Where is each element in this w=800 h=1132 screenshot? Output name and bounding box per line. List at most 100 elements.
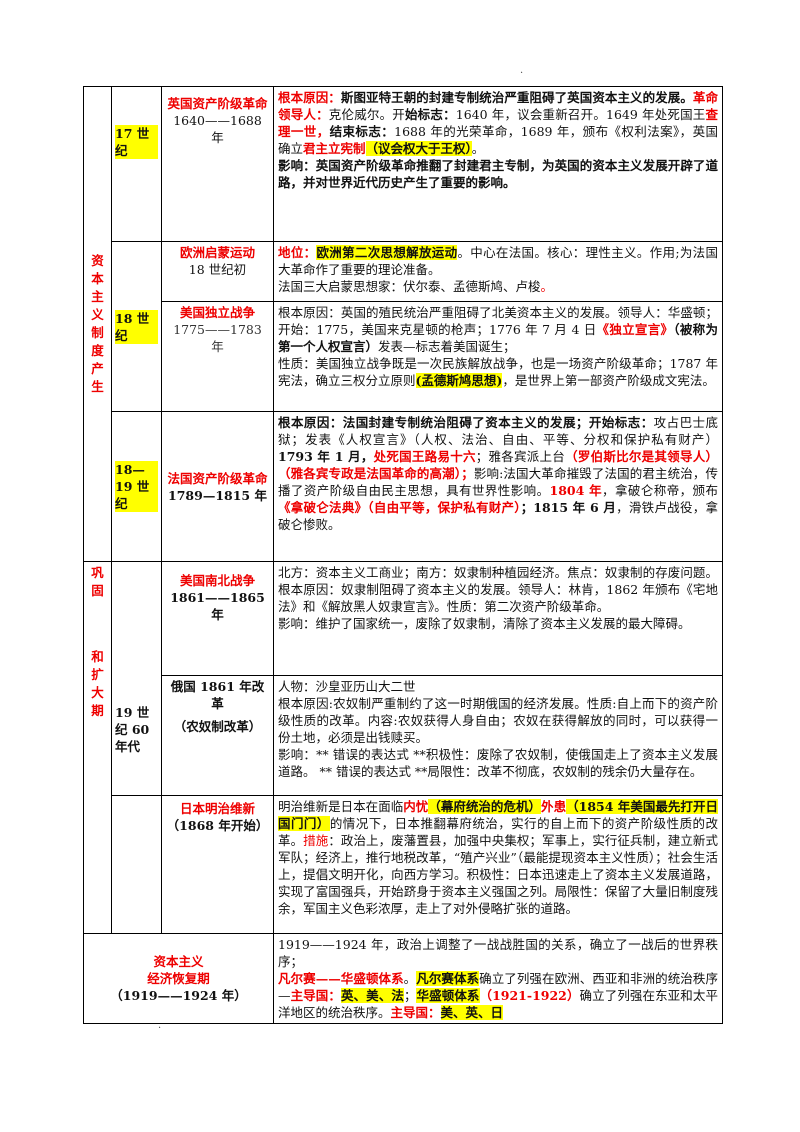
event-years: 1640——1688 年 bbox=[173, 113, 262, 145]
century-cell: 18—19 世纪 bbox=[111, 411, 162, 562]
event-detail: 北方：资本主义工商业；南方：奴隶制种植园经济。焦点：奴隶制的存废问题。根本原因：… bbox=[273, 561, 723, 676]
text-bold: 结束标志： bbox=[329, 124, 395, 139]
text-red: （1921-1922） bbox=[479, 988, 580, 1003]
text: ； bbox=[403, 988, 417, 1003]
century-cell: 17 世纪 bbox=[111, 86, 162, 242]
text: 1919——1924 年，政治上调整了一战战胜国的关系，确立了一战后的世界秩序； bbox=[278, 937, 718, 969]
text: 法国三大启蒙思想家：伏尔泰、孟德斯鸠、卢梭 bbox=[278, 279, 541, 294]
event-title: 俄国 1861 年改革 bbox=[170, 679, 265, 711]
event-cell: 日本明治维新 （1868 年开始） bbox=[161, 795, 274, 934]
section-label-2: 和扩大期 bbox=[91, 649, 104, 718]
row-american-civil-war: 巩固 和扩大期 19 世纪 60 年代 美国南北战争 1861——1865 年 … bbox=[83, 561, 723, 934]
event-subtitle: （1868 年开始） bbox=[166, 818, 269, 833]
event-cell: 欧洲启蒙运动 18 世纪初 bbox=[161, 241, 274, 302]
event-cell: 资本主义 经济恢复期 （1919——1924 年） bbox=[83, 933, 274, 1024]
text: 确立了列强在欧洲、西亚和非洲的统治秩序— bbox=[278, 971, 718, 1003]
text: 影响：** 错误的表达式 **积极性：废除了农奴制，使俄国走上了资本主义发展道路… bbox=[278, 747, 718, 779]
text: 。中心在法国。核心：理性主义。作用;为法国大革命作了重要的理论准备。 bbox=[278, 245, 718, 277]
text-highlight: 凡尔赛体系 bbox=[416, 971, 480, 986]
event-detail: 根本原因：英国的殖民统治严重阻碍了北美资本主义的发展。领导人：华盛顿；开始：17… bbox=[273, 301, 723, 412]
event-detail: 地位：欧洲第二次思想解放运动。中心在法国。核心：理性主义。作用;为法国大革命作了… bbox=[273, 241, 723, 302]
section-consolidation: 巩固 和扩大期 bbox=[83, 561, 112, 934]
text-highlight: 华盛顿体系 bbox=[416, 988, 480, 1003]
event-title-2: 经济恢复期 bbox=[147, 971, 210, 986]
text: 。 bbox=[471, 141, 485, 156]
event-cell: 美国独立战争 1775——1783 年 bbox=[161, 301, 274, 412]
text-red: （ bbox=[278, 466, 291, 481]
event-title: 美国南北战争 bbox=[179, 573, 255, 588]
event-title: 美国独立战争 bbox=[179, 305, 255, 320]
text-bold: 1793 年 1 月， bbox=[278, 449, 374, 464]
top-dot: · bbox=[520, 68, 524, 79]
century-label: 18—19 世纪 bbox=[115, 461, 158, 512]
text: 发表—标志着美国诞生； bbox=[378, 339, 516, 354]
section-label: 资本主义制度产生 bbox=[91, 253, 104, 394]
bottom-dot: · bbox=[158, 1023, 162, 1034]
row-meiji-restoration: 日本明治维新 （1868 年开始） 明治维新是日本在面临内忧（幕府统治的危机）外… bbox=[84, 795, 723, 934]
century-label: 19 世纪 60 年代 bbox=[115, 705, 150, 754]
event-years: 1789—1815 年 bbox=[168, 487, 267, 503]
row-economic-recovery: 资本主义 经济恢复期 （1919——1924 年） 1919——1924 年，政… bbox=[83, 933, 723, 1024]
event-cell: 法国资产阶级革命 1789—1815 年 bbox=[161, 411, 274, 562]
event-detail: 根本原因：斯图亚特王朝的封建专制统治严重阻碍了英国资本主义的发展。革命领导人：克… bbox=[273, 86, 723, 242]
event-years: 1775——1783 年 bbox=[173, 322, 262, 354]
history-table: 资本主义制度产生 17 世纪 英国资产阶级革命 1640——1688 年 根本原… bbox=[83, 86, 723, 1024]
text-bold: ；1815 年 6 月 bbox=[520, 500, 617, 515]
text-label: 根本原因： bbox=[278, 90, 341, 105]
text: ；雅各宾派上台 bbox=[475, 449, 566, 464]
text: 根本原因：英国的殖民统治严重阻碍了北美资本主义的发展。领导人：华盛顿；开始：17… bbox=[278, 305, 718, 337]
text-red: 内忧 bbox=[403, 799, 429, 814]
text-red: 君主立宪制 bbox=[303, 141, 366, 156]
text: 确立了列强在东亚和太平洋地区的统治秩序。 bbox=[278, 988, 718, 1020]
text-red: （罗伯斯比尔是其领导人） bbox=[565, 449, 718, 464]
event-cell: 英国资产阶级革命 1640——1688 年 bbox=[161, 86, 274, 242]
row-american-independence: 美国独立战争 1775——1783 年 根本原因：英国的殖民统治严重阻碍了北美资… bbox=[84, 301, 723, 412]
century-cell: 19 世纪 60 年代 bbox=[111, 561, 162, 796]
text-red: 1804 年 bbox=[549, 483, 603, 498]
event-title: 英国资产阶级革命 bbox=[167, 96, 268, 111]
text-bold: 根本原因：法国封建专制统治阻碍了资本主义的发展；开始标志： bbox=[278, 415, 654, 430]
text: 影响:法国大革命摧毁了法国的君主统治，传播了资产阶级自由民主思想，具有世界性影响… bbox=[278, 466, 718, 498]
century-label: 17 世纪 bbox=[115, 125, 158, 159]
text: 北方：资本主义工商业；南方：奴隶制种植园经济。焦点：奴隶制的存废问题。根本原因：… bbox=[278, 565, 718, 614]
text-highlight: 美、英、日 bbox=[440, 1005, 504, 1020]
text-highlight: (孟德斯鸠思想) bbox=[415, 373, 503, 388]
text-highlight: 欧洲第二次思想解放运动 bbox=[316, 245, 458, 260]
event-cell: 美国南北战争 1861——1865 年 bbox=[161, 561, 274, 676]
section-capitalism-emergence: 资本主义制度产生 bbox=[83, 86, 112, 562]
text-red: 雅各宾专政是法国革命的高潮） bbox=[290, 466, 462, 481]
text-red: 主导国： bbox=[390, 1005, 441, 1020]
text: 根本原因:农奴制严重制约了这一时期俄国的经济发展。性质:自上而下的资产阶级性质的… bbox=[278, 696, 718, 745]
text: ：政治上，废藩置县，加强中央集权；军事上，实行征兵制，建立新式军队；经济上，推行… bbox=[278, 833, 718, 916]
event-detail: 明治维新是日本在面临内忧（幕府统治的危机）外患（1854 年美国最先打开日国门门… bbox=[273, 795, 723, 934]
event-detail: 人物：沙皇亚历山大二世 根本原因:农奴制严重制约了这一时期俄国的经济发展。性质:… bbox=[273, 675, 723, 796]
section-label-1: 巩固 bbox=[91, 565, 104, 598]
text-label: 地位： bbox=[278, 245, 317, 260]
text: 的情况下，日本推翻幕府统治，实行的自上而下的资产阶级性质的改革。 bbox=[278, 816, 718, 848]
event-years: 18 世纪初 bbox=[188, 262, 247, 277]
text-highlight: 英、美、法 bbox=[340, 988, 404, 1003]
text-bold: 斯图亚特王朝的封建专制统治严重阻碍了英国资本主义的发展。 bbox=[340, 90, 693, 105]
row-english-revolution: 资本主义制度产生 17 世纪 英国资产阶级革命 1640——1688 年 根本原… bbox=[83, 86, 723, 562]
text-influence: 影响：英国资产阶级革命推翻了封建君主专制，为英国的资本主义发展开辟了道路，并对世… bbox=[278, 158, 718, 190]
event-title: 日本明治维新 bbox=[179, 801, 255, 816]
text: 人物：沙皇亚历山大二世 bbox=[278, 679, 416, 694]
text-red: 。 bbox=[540, 279, 554, 294]
event-detail: 1919——1924 年，政治上调整了一战战胜国的关系，确立了一战后的世界秩序；… bbox=[273, 933, 723, 1024]
text-highlight: （幕府统治的危机） bbox=[428, 799, 542, 814]
event-years: 1861——1865 年 bbox=[170, 590, 265, 622]
text: 1640 年，议会重新召开。1649 年处死国王 bbox=[455, 107, 706, 122]
text: 明治维新是日本在面临 bbox=[278, 799, 404, 814]
event-title: 法国资产阶级革命 bbox=[167, 470, 268, 486]
text: ，是世界上第一部资产阶级成文宪法。 bbox=[502, 373, 715, 388]
text-bold: 始标志： bbox=[404, 107, 456, 122]
century-cell: 18 世纪 bbox=[111, 241, 162, 412]
text-red: 措施 bbox=[303, 833, 329, 848]
event-title: 欧洲启蒙运动 bbox=[179, 245, 255, 260]
century-label: 18 世纪 bbox=[115, 309, 158, 344]
text: 影响：维护了国家统一，废除了奴隶制，清除了资本主义发展的最大障碍。 bbox=[278, 616, 691, 631]
text: ，滑铁卢战役，拿破仑惨败。 bbox=[278, 500, 718, 532]
text-red: 《独立宣言》 bbox=[596, 322, 674, 337]
text-red: ； bbox=[461, 466, 474, 481]
text-red: 主导国： bbox=[290, 988, 341, 1003]
